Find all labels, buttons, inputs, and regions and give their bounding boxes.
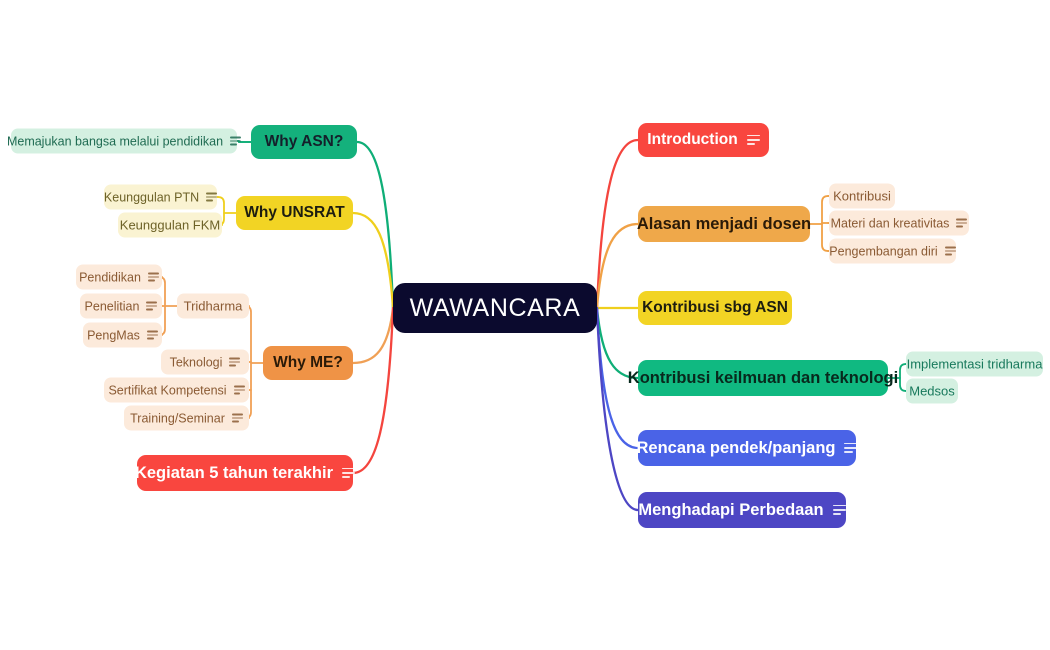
connector [595, 306, 640, 512]
leaf-implementasi-tridharma-label: Implementasi tridharma [906, 356, 1043, 372]
leaf-materi-dan-kreativitas[interactable]: Materi dan kreativitas [829, 210, 969, 236]
notes-lines-icon [342, 467, 356, 479]
branch-why-me[interactable]: Why ME? [263, 346, 353, 380]
leaf-teknologi-label: Teknologi [169, 355, 223, 369]
leaf-kontribusi-label: Kontribusi [833, 188, 891, 204]
leaf-memajukan-bangsa-melalui-pendidikan[interactable]: Memajukan bangsa melalui pendidikan [7, 128, 242, 154]
leaf-materi-dan-kreativitas-label: Materi dan kreativitas [830, 216, 950, 230]
leaf-keunggulan-fkm[interactable]: Keunggulan FKM [118, 212, 222, 238]
branch-kegiatan-5-tahun-label: Kegiatan 5 tahun terakhir [134, 463, 334, 482]
connector [595, 222, 640, 310]
connector [355, 140, 395, 310]
leaf-keunggulan-fkm-label: Keunggulan FKM [119, 217, 221, 233]
notes-lines-icon [231, 413, 243, 423]
root-node-label: WAWANCARA [409, 293, 581, 322]
notes-lines-icon [206, 192, 218, 202]
notes-lines-icon [229, 357, 241, 367]
notes-lines-icon [746, 134, 760, 146]
branch-why-asn[interactable]: Why ASN? [251, 125, 357, 159]
leaf-teknologi[interactable]: Teknologi [161, 349, 249, 375]
leaf-pengembangan-diri[interactable]: Pengembangan diri [829, 238, 956, 264]
branch-alasan-menjadi-dosen-label: Alasan menjadi dosen [636, 214, 812, 233]
connector [351, 306, 395, 365]
leaf-sertifikat-kompetensi-label: Sertifikat Kompetensi [108, 383, 227, 397]
notes-lines-icon [146, 301, 158, 311]
leaf-pendidikan[interactable]: Pendidikan [76, 264, 162, 290]
leaf-pengmas-label: PengMas [87, 328, 140, 342]
branch-kontribusi-keilmuan-label: Kontribusi keilmuan dan teknologi [627, 368, 899, 387]
leaf-memajukan-bangsa-melalui-pendidikan-label: Memajukan bangsa melalui pendidikan [6, 134, 224, 148]
branch-introduction[interactable]: Introduction [638, 123, 769, 157]
leaf-keunggulan-ptn-label: Keunggulan PTN [103, 190, 200, 204]
root-node[interactable]: WAWANCARA [393, 283, 597, 333]
branch-introduction-label: Introduction [647, 131, 738, 148]
leaf-implementasi-tridharma[interactable]: Implementasi tridharma [906, 351, 1043, 377]
branch-menghadapi-perbedaan-label: Menghadapi Perbedaan [638, 500, 824, 519]
leaf-keunggulan-ptn[interactable]: Keunggulan PTN [103, 184, 218, 210]
branch-rencana-pendek-panjang[interactable]: Rencana pendek/panjang [636, 430, 858, 466]
leaf-medsos-label: Medsos [909, 383, 955, 399]
branch-why-unsrat[interactable]: Why UNSRAT [236, 196, 353, 230]
leaf-pendidikan-label: Pendidikan [79, 270, 141, 284]
notes-lines-icon [230, 136, 242, 146]
connector [821, 195, 829, 252]
leaf-sertifikat-kompetensi[interactable]: Sertifikat Kompetensi [104, 377, 249, 403]
notes-lines-icon [956, 218, 968, 228]
notes-lines-icon [146, 330, 158, 340]
branch-kontribusi-sbg-asn-label: Kontribusi sbg ASN [642, 299, 788, 316]
leaf-tridharma[interactable]: Tridharma [177, 293, 249, 319]
leaf-penelitian-label: Penelitian [84, 299, 140, 313]
connector [351, 306, 395, 475]
notes-lines-icon [832, 504, 846, 516]
branch-rencana-pendek-panjang-label: Rencana pendek/panjang [636, 438, 836, 457]
leaf-medsos[interactable]: Medsos [906, 378, 958, 404]
leaf-training-seminar-label: Training/Seminar [130, 411, 225, 425]
leaf-training-seminar[interactable]: Training/Seminar [124, 405, 249, 431]
branch-kontribusi-keilmuan[interactable]: Kontribusi keilmuan dan teknologi [628, 360, 898, 396]
connector [595, 306, 640, 380]
leaf-kontribusi[interactable]: Kontribusi [829, 183, 895, 209]
branch-menghadapi-perbedaan[interactable]: Menghadapi Perbedaan [638, 492, 846, 528]
leaf-penelitian[interactable]: Penelitian [80, 293, 162, 319]
notes-lines-icon [147, 272, 159, 282]
leaf-tridharma-label: Tridharma [183, 298, 243, 314]
branch-kontribusi-sbg-asn[interactable]: Kontribusi sbg ASN [638, 291, 792, 325]
notes-lines-icon [944, 246, 956, 256]
notes-lines-icon [844, 442, 858, 454]
branch-kegiatan-5-tahun[interactable]: Kegiatan 5 tahun terakhir [134, 455, 356, 491]
leaf-pengmas[interactable]: PengMas [83, 322, 162, 348]
leaf-pengembangan-diri-label: Pengembangan diri [829, 244, 938, 258]
connector [351, 211, 395, 310]
branch-alasan-menjadi-dosen[interactable]: Alasan menjadi dosen [636, 206, 812, 242]
branch-why-unsrat-label: Why UNSRAT [244, 204, 345, 221]
branch-why-me-label: Why ME? [273, 354, 343, 371]
notes-lines-icon [233, 385, 245, 395]
branch-why-asn-label: Why ASN? [264, 133, 344, 150]
connector [595, 138, 640, 310]
